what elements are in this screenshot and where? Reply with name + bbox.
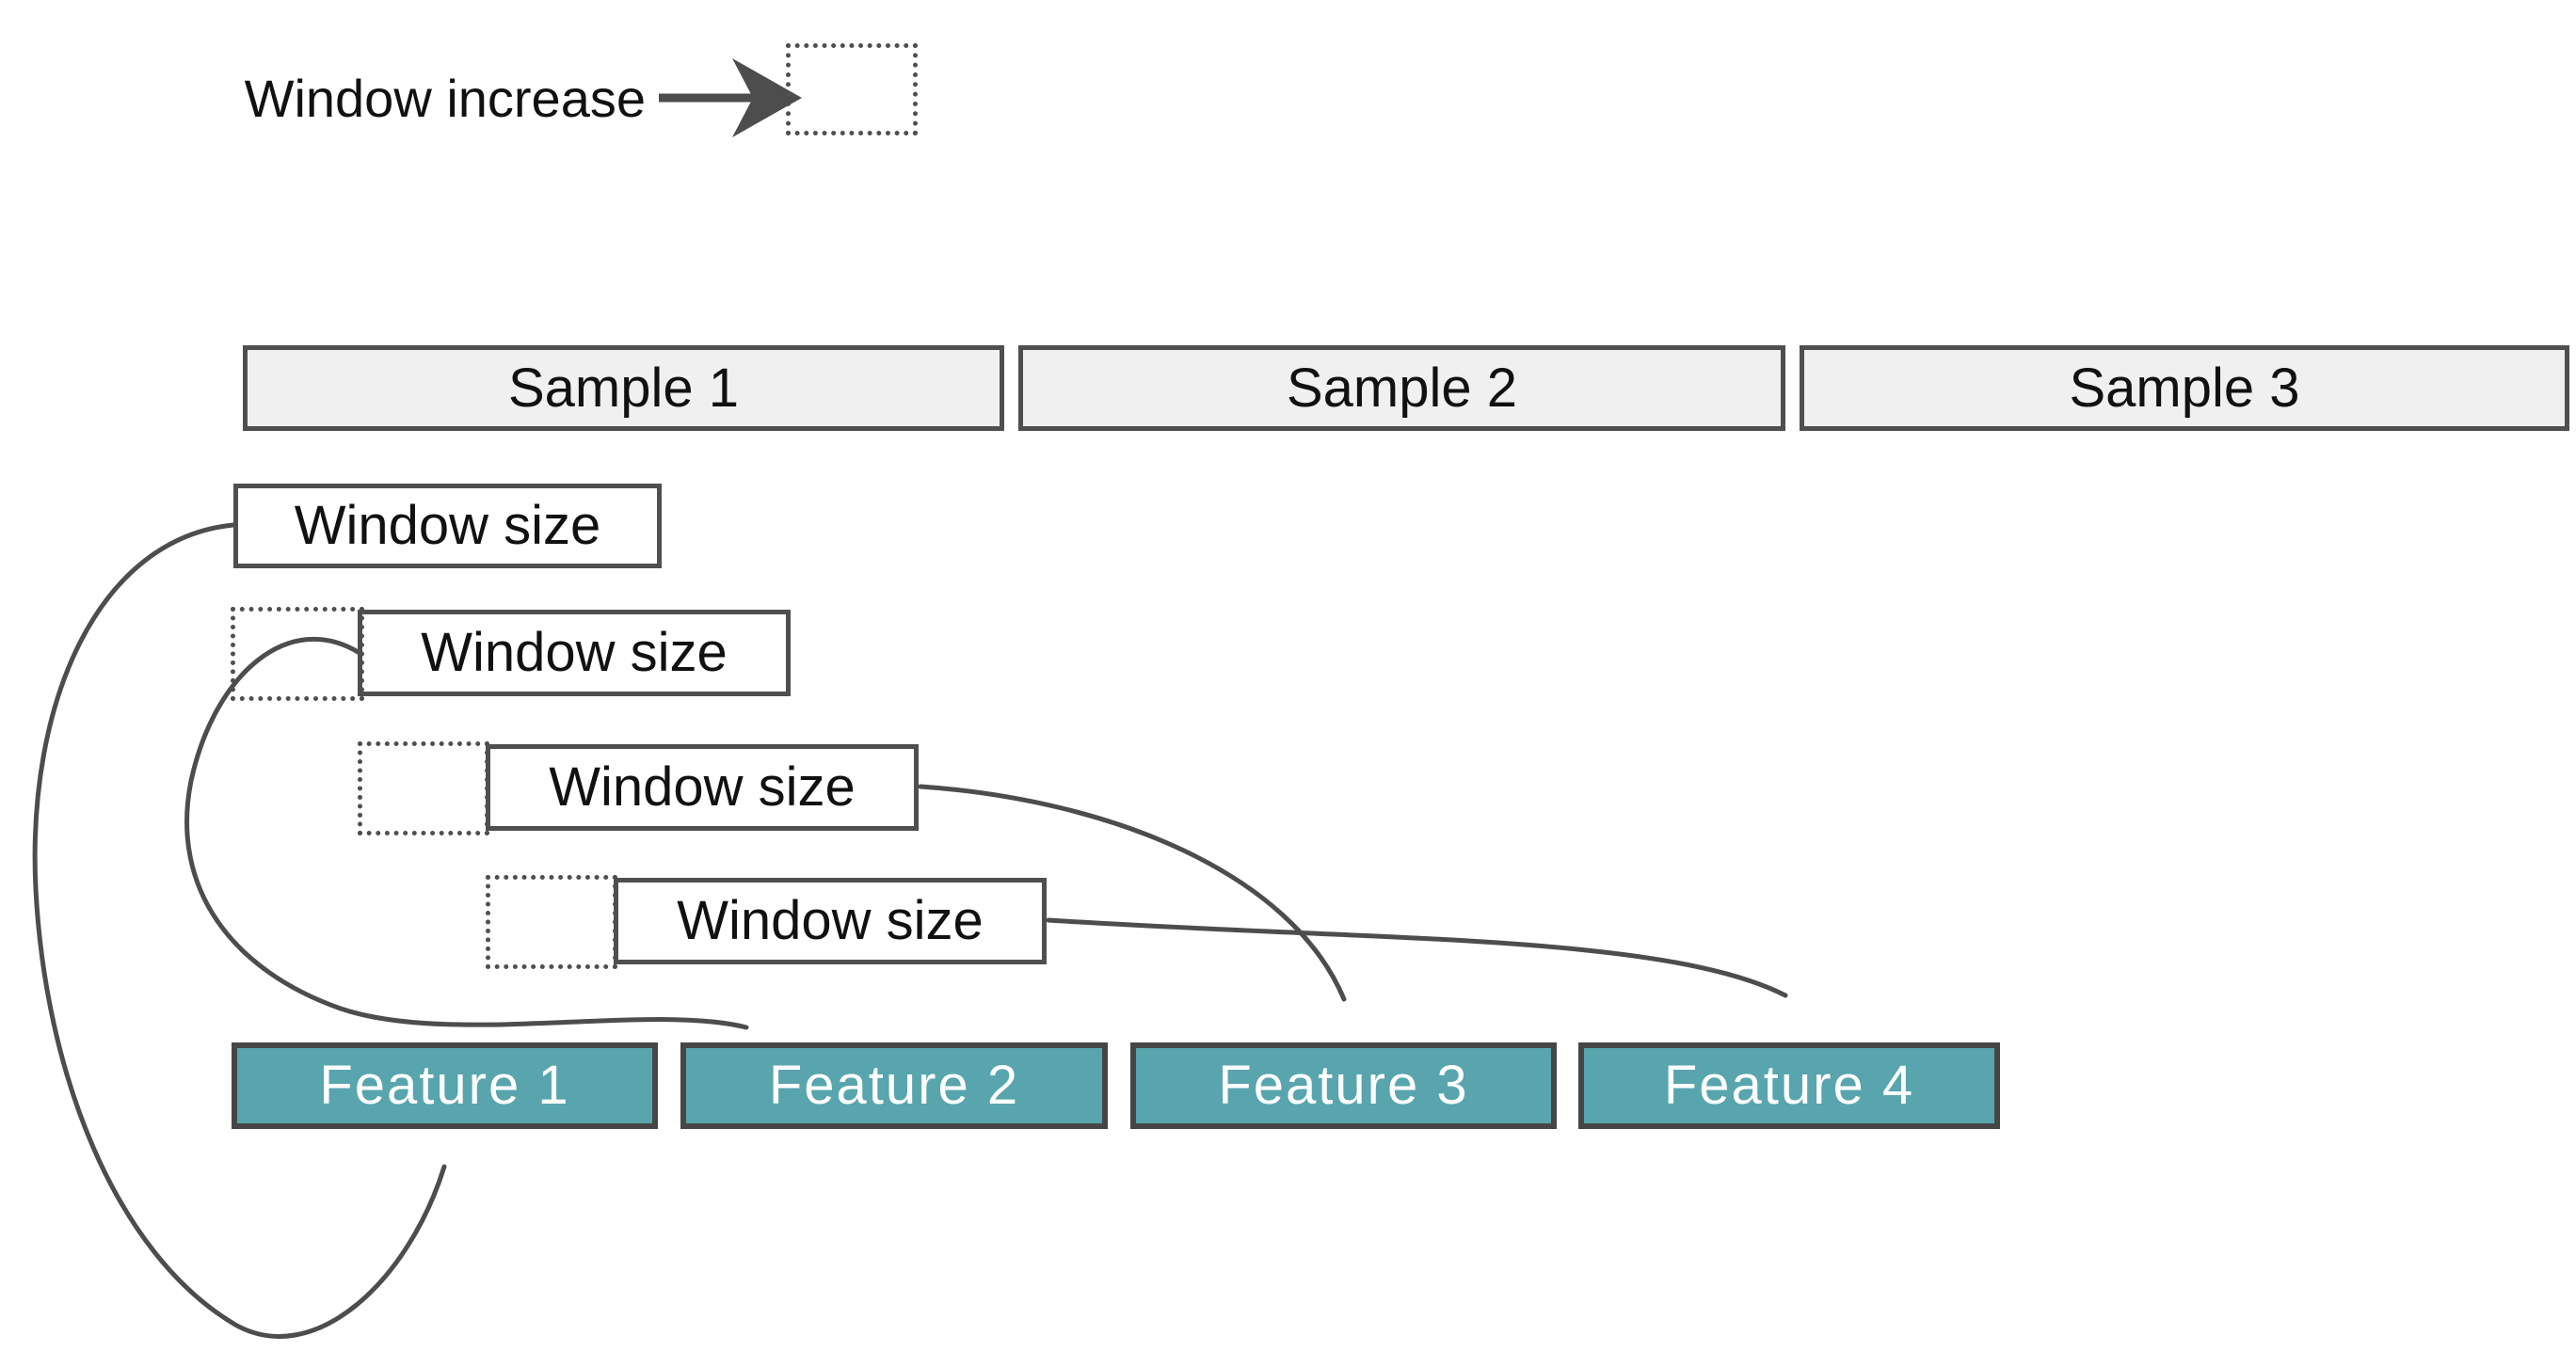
sample-2-label: Sample 2 <box>1286 357 1518 419</box>
feature-2-box: Feature 2 <box>680 1042 1108 1129</box>
window-increase-dotted-box-4 <box>486 875 617 969</box>
feature-1-box: Feature 1 <box>232 1042 658 1129</box>
window-increase-dotted-box-2 <box>231 607 364 701</box>
sample-2-box: Sample 2 <box>1018 345 1785 431</box>
window-size-box-1: Window size <box>233 484 662 568</box>
legend-label: Window increase <box>244 69 646 128</box>
connector-window4-feature4 <box>1046 917 1788 998</box>
sample-1-box: Sample 1 <box>243 345 1004 431</box>
window-size-box-2: Window size <box>358 610 791 696</box>
feature-3-label: Feature 3 <box>1218 1055 1469 1116</box>
window-size-3-label: Window size <box>549 756 856 818</box>
window-size-box-3: Window size <box>486 744 919 831</box>
feature-4-box: Feature 4 <box>1578 1042 2000 1129</box>
sample-1-label: Sample 1 <box>507 357 740 419</box>
window-size-2-label: Window size <box>421 622 728 683</box>
window-increase-dotted-box-3 <box>358 741 489 835</box>
feature-2-label: Feature 2 <box>768 1055 1020 1116</box>
window-size-4-label: Window size <box>677 890 984 951</box>
sample-3-box: Sample 3 <box>1800 345 2569 431</box>
window-size-1-label: Window size <box>294 495 601 556</box>
feature-4-label: Feature 4 <box>1663 1055 1915 1116</box>
window-size-box-4: Window size <box>614 878 1047 964</box>
feature-1-label: Feature 1 <box>319 1055 570 1116</box>
feature-3-box: Feature 3 <box>1130 1042 1557 1129</box>
legend-window-increase-dotted-box <box>786 43 918 135</box>
sample-3-label: Sample 3 <box>2069 357 2300 419</box>
